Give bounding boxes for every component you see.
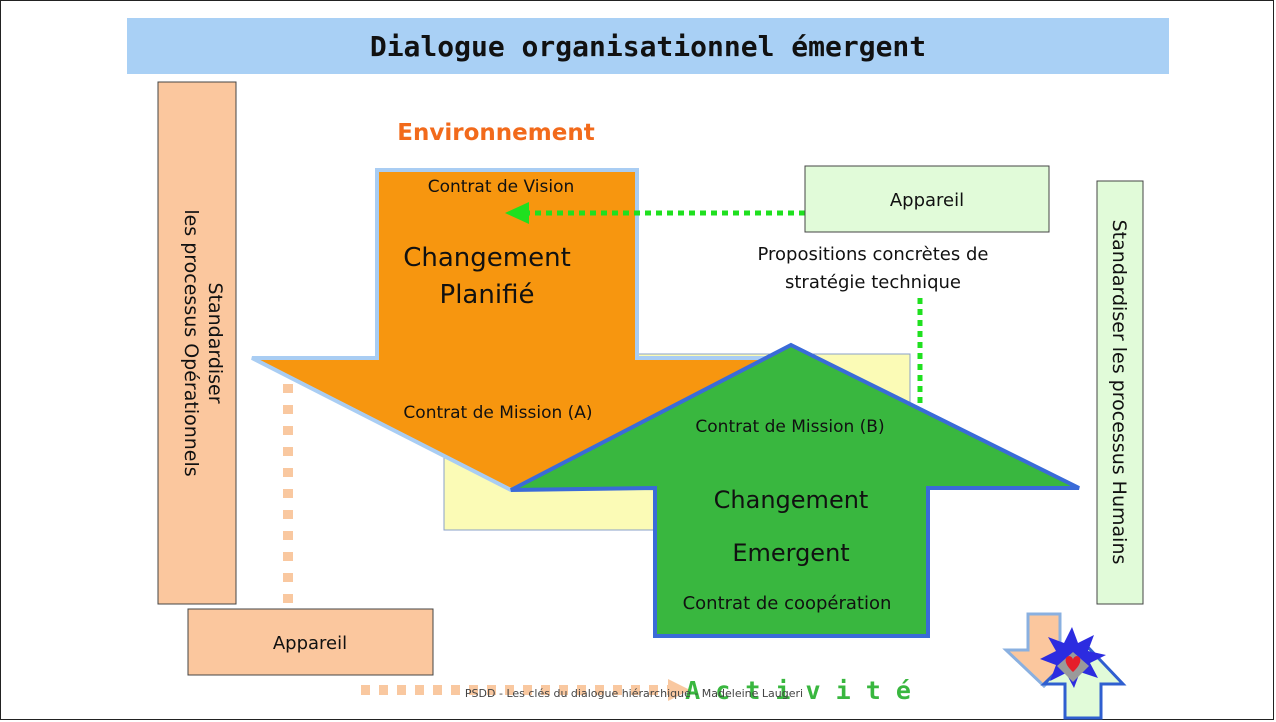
title-banner xyxy=(127,18,1169,74)
right-bar-text: Standardiser les processus Humains xyxy=(1108,220,1130,565)
appareil-bottom-box xyxy=(187,608,434,676)
emergent-change-arrow xyxy=(510,342,1080,638)
propositions-line2: stratégie technique xyxy=(785,272,961,293)
emergent-change-line2: Emergent xyxy=(732,539,849,567)
mission-contract-a-label: Contrat de Mission (A) xyxy=(403,403,592,423)
emergent-change-line1: Changement xyxy=(714,486,869,514)
left-bar-line2: les processus Opérationnels xyxy=(180,209,202,476)
environment-label: Environnement xyxy=(397,120,594,146)
conflict-heart-icon xyxy=(1002,612,1127,720)
vision-contract-label: Contrat de Vision xyxy=(428,177,575,197)
footer-credit: PSDD - Les clés du dialogue hiérarchique… xyxy=(465,687,803,700)
planned-change-line2: Planifié xyxy=(440,280,535,310)
right-standardize-bar xyxy=(1096,180,1144,605)
appareil-bottom-label: Appareil xyxy=(273,633,347,654)
appareil-top-box xyxy=(804,165,1050,233)
cooperation-contract-label: Contrat de coopération xyxy=(683,593,892,614)
green-arrowhead-icon xyxy=(505,202,529,224)
left-standardize-bar xyxy=(157,81,237,605)
left-bar-line1: Standardiser xyxy=(204,282,226,403)
mission-contract-b-label: Contrat de Mission (B) xyxy=(695,417,884,437)
planned-change-line1: Changement xyxy=(403,243,571,273)
appareil-top-label: Appareil xyxy=(890,190,964,211)
propositions-line1: Propositions concrètes de xyxy=(758,244,989,265)
diagram-title: Dialogue organisationnel émergent xyxy=(370,30,926,63)
activity-arrowhead-icon xyxy=(668,679,690,701)
activity-label: A c t i v i t é xyxy=(685,676,911,705)
